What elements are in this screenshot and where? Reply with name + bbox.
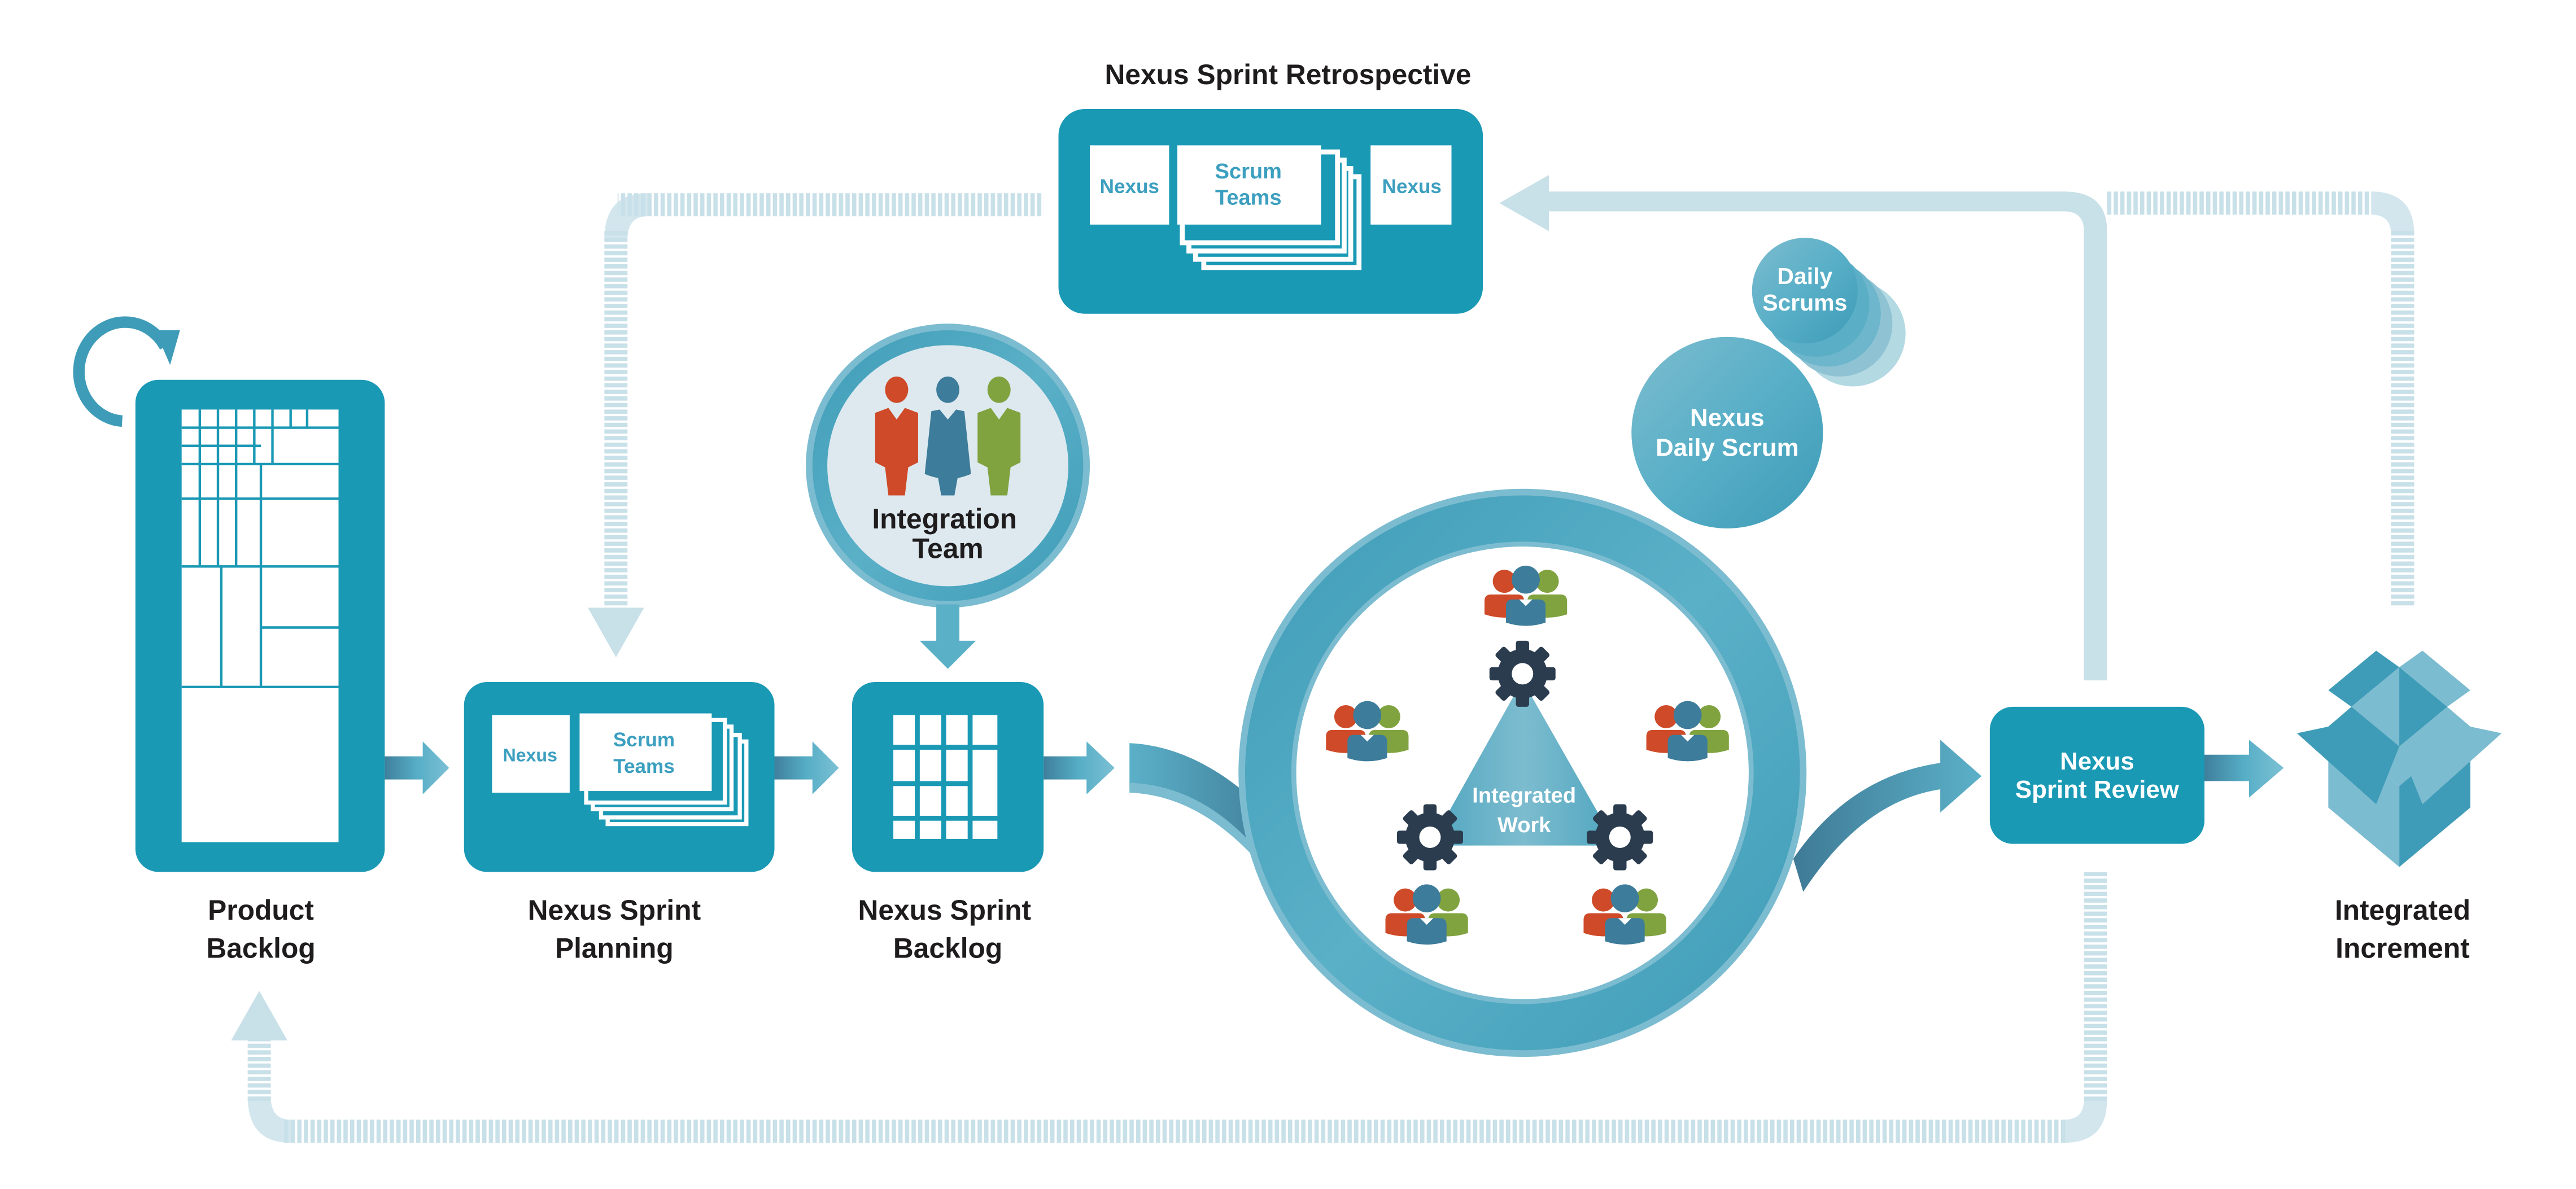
- product-backlog-label-1: Product: [208, 894, 314, 926]
- planning-scrum-teams-stack: [579, 713, 749, 827]
- sprint-review-label-1: Nexus: [2060, 748, 2134, 775]
- planning-nexus-card: [492, 715, 570, 793]
- sprint-backlog-grid: [893, 715, 998, 839]
- gear-icon: [1587, 804, 1653, 871]
- sprint-circle[interactable]: Integrated Work: [1238, 488, 1807, 1057]
- sprint-review-label-2: Sprint Review: [2015, 776, 2180, 803]
- retrospective-title: Nexus Sprint Retrospective: [1104, 59, 1471, 90]
- daily-scrums-bubbles[interactable]: Daily Scrums: [1752, 238, 1906, 387]
- sprint-planning-label-2: Planning: [555, 932, 674, 964]
- sprint-entry-curve: [1129, 743, 1291, 905]
- retro-scrum-label-1: Scrum: [1215, 160, 1282, 183]
- planning-scrum-label-2: Teams: [613, 755, 675, 777]
- sprint-backlog-box[interactable]: [852, 682, 1044, 872]
- product-backlog-label-2: Backlog: [206, 932, 315, 964]
- nexus-daily-scrum-label-1: Nexus: [1690, 404, 1765, 432]
- retrospective-box[interactable]: Nexus Scrum Teams Nexus: [1058, 109, 1483, 314]
- product-backlog-box[interactable]: [135, 379, 385, 872]
- planning-nexus-label: Nexus: [503, 745, 557, 765]
- arrow-planning-to-sprint-backlog: [774, 741, 839, 794]
- product-backlog-input-arrow-head: [231, 991, 287, 1041]
- planning-scrum-label-1: Scrum: [613, 729, 675, 751]
- arrow-integration-team-to-sprint-backlog: [919, 604, 976, 669]
- review-to-product-backlog-loop: [231, 872, 2107, 1143]
- retro-nexus-label-left: Nexus: [1100, 176, 1159, 198]
- integrated-increment-label-1: Integrated: [2335, 894, 2470, 926]
- integrated-work-label-1: Integrated: [1472, 784, 1576, 808]
- gear-icon: [1397, 804, 1463, 871]
- review-to-retro-arrow: [1499, 175, 2107, 681]
- arrow-review-to-increment: [2204, 740, 2284, 798]
- gear-icon: [1489, 640, 1556, 707]
- integration-team-label-1: Integration: [872, 503, 1017, 535]
- integrated-work-triangle: [1430, 680, 1617, 846]
- sprint-planning-box[interactable]: Nexus Scrum Teams: [464, 682, 775, 872]
- retro-nexus-label-right: Nexus: [1382, 176, 1442, 198]
- retro-scrum-teams-stack: [1177, 145, 1362, 270]
- integrated-work-label-2: Work: [1497, 814, 1551, 837]
- refinement-cycle-icon: [73, 316, 180, 427]
- arrow-sprint-backlog-to-sprint: [1044, 741, 1115, 794]
- daily-scrums-label-1: Daily: [1777, 263, 1832, 289]
- daily-scrums-label-2: Scrums: [1762, 290, 1847, 316]
- planning-input-arrow-head: [588, 607, 644, 658]
- integration-team-circle[interactable]: Integration Team: [806, 324, 1090, 608]
- sprint-backlog-label-1: Nexus Sprint: [858, 894, 1031, 926]
- retro-nexus-card-left: [1090, 145, 1169, 225]
- increment-to-retro-loop: [2107, 191, 2415, 608]
- retro-nexus-card-right: [1370, 145, 1452, 225]
- retro-scrum-label-2: Teams: [1215, 186, 1282, 210]
- nexus-daily-scrum-label-2: Daily Scrum: [1656, 434, 1799, 461]
- integrated-increment-label-2: Increment: [2335, 932, 2470, 964]
- arrow-backlog-to-planning: [385, 741, 449, 794]
- integration-team-people-icon: [875, 376, 1021, 496]
- sprint-exit-curve: [1793, 740, 1982, 892]
- sprint-planning-label-1: Nexus Sprint: [528, 894, 701, 926]
- retro-to-planning-loop: [588, 193, 1044, 658]
- increment-box-icon: [2296, 650, 2502, 867]
- sprint-backlog-label-2: Backlog: [893, 932, 1002, 964]
- nexus-daily-scrum-bubble[interactable]: Nexus Daily Scrum: [1631, 336, 1823, 528]
- sprint-review-box[interactable]: Nexus Sprint Review: [1989, 706, 2205, 844]
- integration-team-label-2: Team: [912, 533, 984, 565]
